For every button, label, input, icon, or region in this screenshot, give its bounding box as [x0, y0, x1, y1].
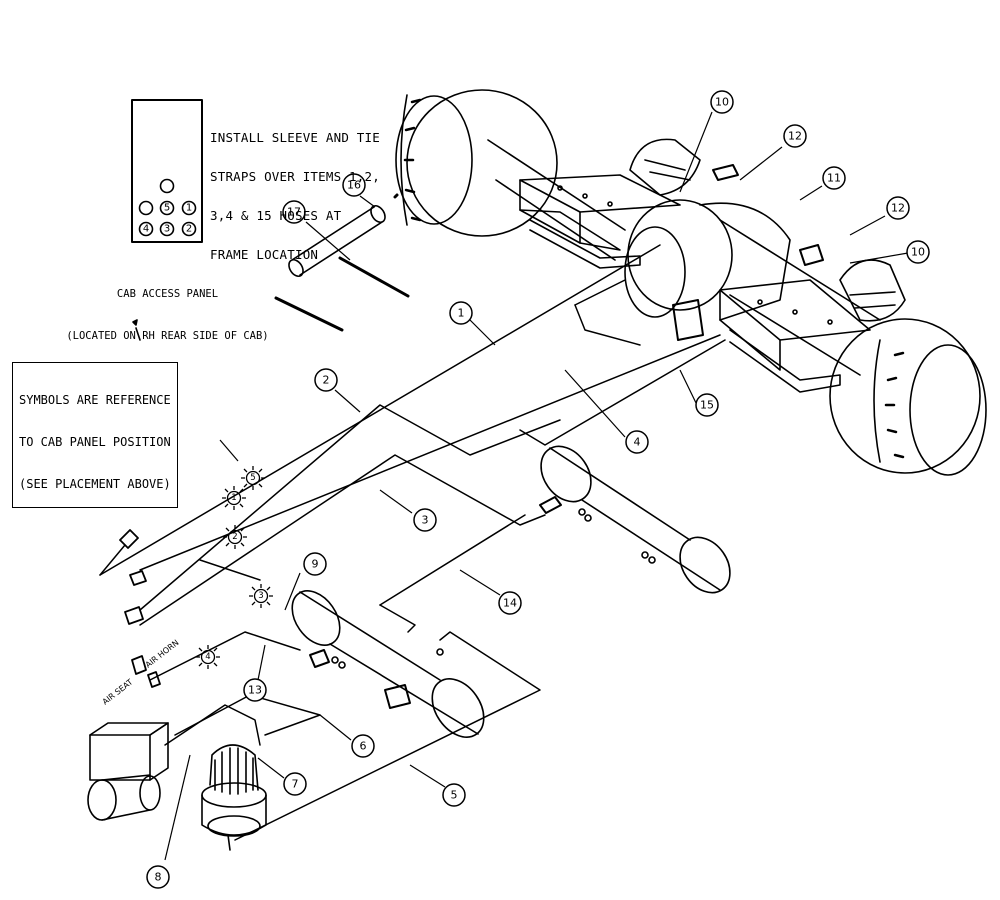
callout-7-label: 7	[292, 778, 299, 791]
callout-8	[146, 865, 170, 889]
tie-strap	[274, 296, 344, 332]
callout-17	[282, 200, 306, 224]
callout-12-upper	[783, 124, 807, 148]
star-symbol-2-label: 2	[232, 532, 237, 542]
control-valves	[119, 529, 161, 688]
install-note: INSTALL SLEEVE AND TIE STRAPS OVER ITEMS…	[210, 105, 380, 274]
callout-10-lower	[906, 240, 930, 264]
star-symbol-1-label: 1	[231, 493, 236, 503]
symbol-reference-note: SYMBOLS ARE REFERENCE TO CAB PANEL POSIT…	[12, 362, 178, 508]
panel-port-1-label: 1	[186, 203, 192, 214]
callout-13	[243, 678, 267, 702]
panel-empty-port	[159, 178, 175, 194]
install-note-line: 3,4 & 15 HOSES AT	[210, 208, 342, 223]
cab-access-panel	[131, 99, 203, 243]
air-horn-label: AIR HORN	[144, 638, 181, 670]
callout-3-label: 3	[422, 514, 429, 527]
panel-port-1	[181, 200, 197, 216]
callout-12-lower-label: 12	[891, 202, 905, 215]
callout-11	[822, 166, 846, 190]
callout-14-label: 14	[503, 597, 517, 610]
callout-3	[413, 508, 437, 532]
air-compressor	[87, 722, 169, 821]
panel-port-2	[181, 221, 197, 237]
star-symbol-3-label: 3	[258, 591, 263, 601]
cab-panel-title: CAB ACCESS PANEL	[116, 288, 219, 300]
callout-15-label: 15	[700, 399, 714, 412]
install-note-line: FRAME LOCATION	[210, 247, 319, 262]
callout-leaders	[164, 111, 909, 861]
callout-9	[303, 552, 327, 576]
install-note-line: INSTALL SLEEVE AND TIE	[210, 130, 380, 145]
large-air-tank	[539, 445, 731, 594]
air-seat-label: AIR SEAT	[101, 677, 135, 706]
callout-12-upper-label: 12	[788, 130, 802, 143]
callout-8-label: 8	[155, 871, 162, 884]
panel-port-3	[159, 221, 175, 237]
sleeve-part	[288, 204, 386, 278]
reference-note-line: SYMBOLS ARE REFERENCE	[19, 393, 171, 407]
callout-2	[314, 368, 338, 392]
star-symbol-3	[249, 584, 273, 608]
callout-1	[449, 301, 473, 325]
callout-4-label: 4	[634, 436, 641, 449]
callout-9-label: 9	[312, 558, 319, 571]
tie-strap	[338, 256, 410, 298]
star-symbol-5-label: 5	[250, 473, 255, 483]
panel-port-2-label: 2	[186, 224, 192, 235]
rear-axle-assembly	[395, 89, 987, 476]
callout-5-label: 5	[451, 789, 458, 802]
callout-10-upper-label: 10	[715, 96, 729, 109]
panel-port-5	[159, 200, 175, 216]
callout-15	[695, 393, 719, 417]
reference-note-line: TO CAB PANEL POSITION	[19, 435, 171, 449]
star-symbol-5	[241, 466, 265, 490]
cab-panel-caption: CAB ACCESS PANEL (LOCATED ON RH REAR SID…	[30, 259, 305, 357]
star-symbols	[196, 466, 273, 669]
callout-10-upper	[710, 90, 734, 114]
reference-note-line: (SEE PLACEMENT ABOVE)	[19, 477, 171, 491]
callout-14	[498, 591, 522, 615]
callout-5	[442, 783, 466, 807]
callout-13-label: 13	[248, 684, 262, 697]
cab-panel-subtitle: (LOCATED ON RH REAR SIDE OF CAB)	[66, 330, 269, 342]
callout-16-label: 16	[347, 179, 361, 192]
star-symbol-1	[222, 486, 246, 510]
star-symbol-4-label: 4	[205, 652, 210, 662]
callout-6-label: 6	[360, 740, 367, 753]
callout-10-lower-label: 10	[911, 246, 925, 259]
callout-17-label: 17	[287, 206, 301, 219]
callout-11-label: 11	[827, 172, 841, 185]
panel-empty-port	[138, 200, 154, 216]
air-dryer	[201, 744, 267, 851]
small-air-tank	[291, 590, 485, 738]
callout-4	[625, 430, 649, 454]
callout-2-label: 2	[323, 374, 330, 387]
callout-7	[283, 772, 307, 796]
panel-port-5-label: 5	[164, 203, 170, 214]
star-symbol-2	[223, 525, 247, 549]
callout-6	[351, 734, 375, 758]
callout-12-lower	[886, 196, 910, 220]
callout-16	[342, 173, 366, 197]
callout-1-label: 1	[458, 307, 465, 320]
star-symbol-4	[196, 645, 220, 669]
reference-leader	[135, 327, 141, 341]
panel-port-4-label: 4	[143, 224, 149, 235]
hose-lines	[99, 244, 726, 841]
panel-port-4	[138, 221, 154, 237]
install-note-line: STRAPS OVER ITEMS 1,2,	[210, 169, 380, 184]
panel-port-3-label: 3	[164, 224, 170, 235]
